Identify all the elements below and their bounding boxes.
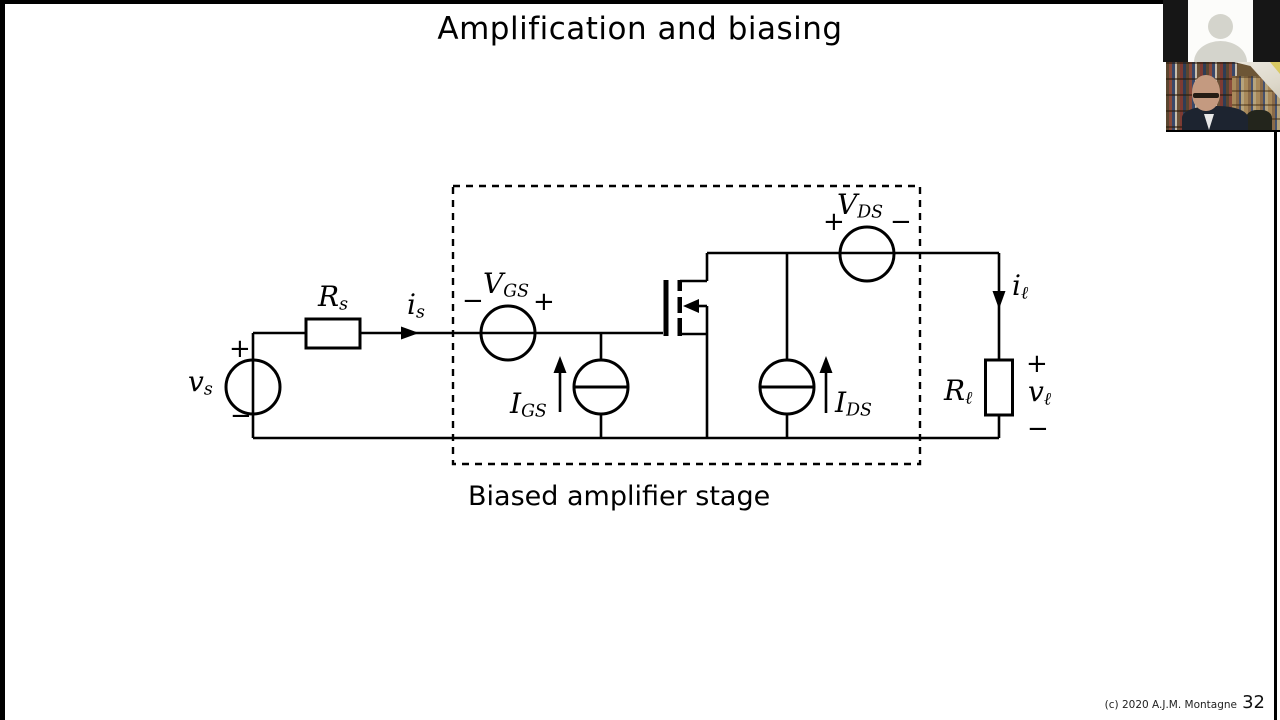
gate-bias-voltage-symbol [479,304,537,362]
drain-bias-voltage-plus: + [823,207,845,237]
mosfet-channel-body-segment [677,297,682,313]
load-resistor-label: Rℓ [944,374,973,409]
gate-bias-voltage-minus: − [462,286,484,316]
drain-bias-voltage-minus: − [890,207,912,237]
participant-tile-video[interactable] [1166,62,1280,132]
speaker-glasses [1193,93,1219,98]
load-voltage-label: vℓ [1028,375,1052,410]
load-current-arrow-icon [992,291,1006,309]
source-resistor-label: Rs [318,280,349,315]
gate-bias-voltage-plus: + [533,287,555,317]
drain-bias-current-label: IDS [835,386,872,421]
load-current-label: iℓ [1012,269,1029,304]
mosfet-channel-drain-segment [677,280,682,291]
circuit-caption: Biased amplifier stage [468,481,771,512]
mosfet-channel-source-segment [677,318,682,336]
slide-border-top [0,0,1280,4]
drain-bias-voltage-label: VDS [837,188,884,223]
source-voltage-label: vs [188,365,213,400]
speaker-shirt [1204,114,1214,130]
mosfet-symbol [663,253,709,438]
gate-bias-current-arrow-icon [553,356,567,373]
slide-border-left [0,0,5,720]
mosfet-gate-bar [663,280,669,336]
source-resistor-symbol [304,317,362,350]
avatar-silhouette-body [1194,41,1247,62]
gate-bias-current-label: IGS [510,387,547,422]
biased-amplifier-stage-box [451,184,922,466]
chair [1246,110,1272,130]
load-voltage-plus: + [1026,349,1048,379]
drain-bias-voltage-symbol [838,225,896,283]
source-voltage-minus: − [230,401,252,431]
slide-border-right [1274,130,1277,720]
avatar-silhouette-icon [1208,14,1233,39]
ceiling-glint [1270,62,1280,74]
page-number: 32 [1242,692,1265,713]
avatar-panel [1188,0,1253,62]
source-current-arrow-icon [401,326,419,340]
speaker-suit [1182,106,1248,130]
mosfet-drain-wire [680,253,709,283]
mosfet-source-wire [680,306,709,438]
load-resistor-symbol [984,358,1014,417]
load-voltage-minus: − [1027,414,1049,444]
copyright-text: (c) 2020 A.J.M. Montagne [1104,699,1237,711]
mosfet-body-arrow-icon [683,299,699,313]
gate-bias-voltage-label: VGS [483,267,529,302]
source-current-label: is [407,288,425,323]
source-voltage-plus: + [229,334,251,364]
drain-bias-current-arrow-icon [819,356,833,373]
slide-title: Amplification and biasing [437,11,843,47]
source-voltage-symbol [224,358,282,416]
participant-tile-avatar[interactable] [1163,0,1280,62]
